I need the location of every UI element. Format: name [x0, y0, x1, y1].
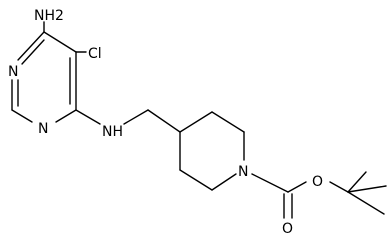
- bond-n1-c6: [17, 31, 45, 61]
- bond-n1-c6-inner: [21, 39, 45, 65]
- bond-pip-c3-c2: [211, 111, 245, 133]
- bond-c4-nh: [75, 109, 101, 125]
- bond-ctert-me3: [347, 191, 385, 215]
- bond-ctert-me2: [347, 185, 387, 193]
- label-ester-o: O: [312, 174, 323, 190]
- bond-c4-n3: [55, 109, 77, 123]
- bond-c6-c5: [43, 31, 77, 53]
- bond-pip-c4-c3: [179, 111, 213, 133]
- label-ring-n-upper: N: [8, 64, 18, 80]
- label-carbonyl-o: O: [282, 221, 293, 237]
- bond-pip-n-c6: [211, 173, 237, 191]
- label-nh2: NH2: [34, 8, 64, 24]
- bond-carbonyl-ester-o: [287, 181, 307, 193]
- bond-pip-c6-c5: [179, 169, 213, 191]
- bond-n-carbonyl: [251, 173, 289, 193]
- label-ring-n-lower: N: [38, 121, 48, 137]
- bond-ester-o-ctert: [329, 181, 349, 193]
- label-cl: Cl: [88, 46, 102, 62]
- bond-ctert-me1: [347, 171, 367, 193]
- bond-n3-c2: [11, 109, 33, 123]
- label-piperidine-n: N: [238, 164, 248, 180]
- bond-ch2-c4pip: [147, 109, 181, 133]
- bond-nh-ch2: [123, 109, 149, 125]
- label-nh-linker: NH: [102, 124, 123, 140]
